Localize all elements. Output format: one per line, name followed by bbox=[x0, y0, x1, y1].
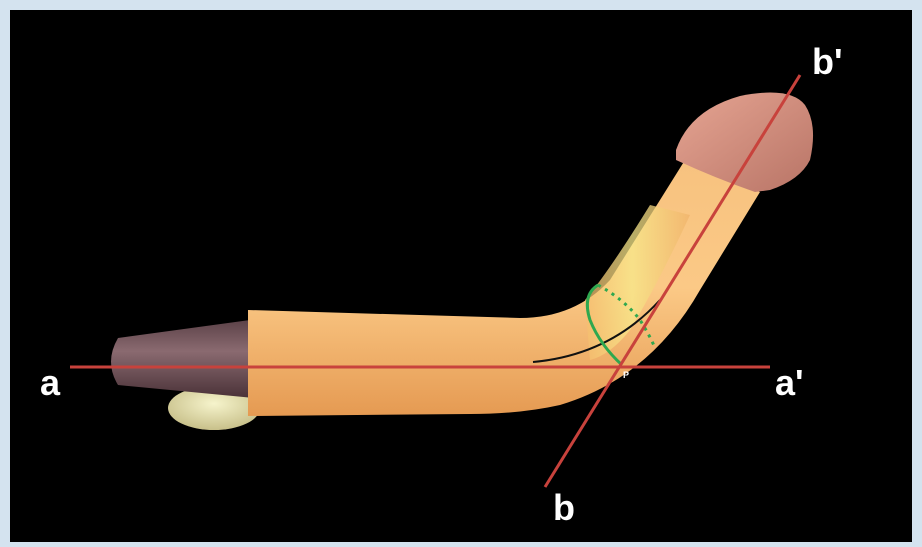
shaft-shape bbox=[248, 160, 760, 416]
base-shape bbox=[111, 320, 254, 398]
label-a: a bbox=[40, 365, 60, 401]
label-p: P bbox=[623, 371, 629, 380]
label-b: b bbox=[553, 490, 575, 526]
label-b-prime: b' bbox=[812, 44, 843, 80]
label-a-prime: a' bbox=[775, 365, 804, 401]
axis-line-b bbox=[545, 75, 800, 487]
